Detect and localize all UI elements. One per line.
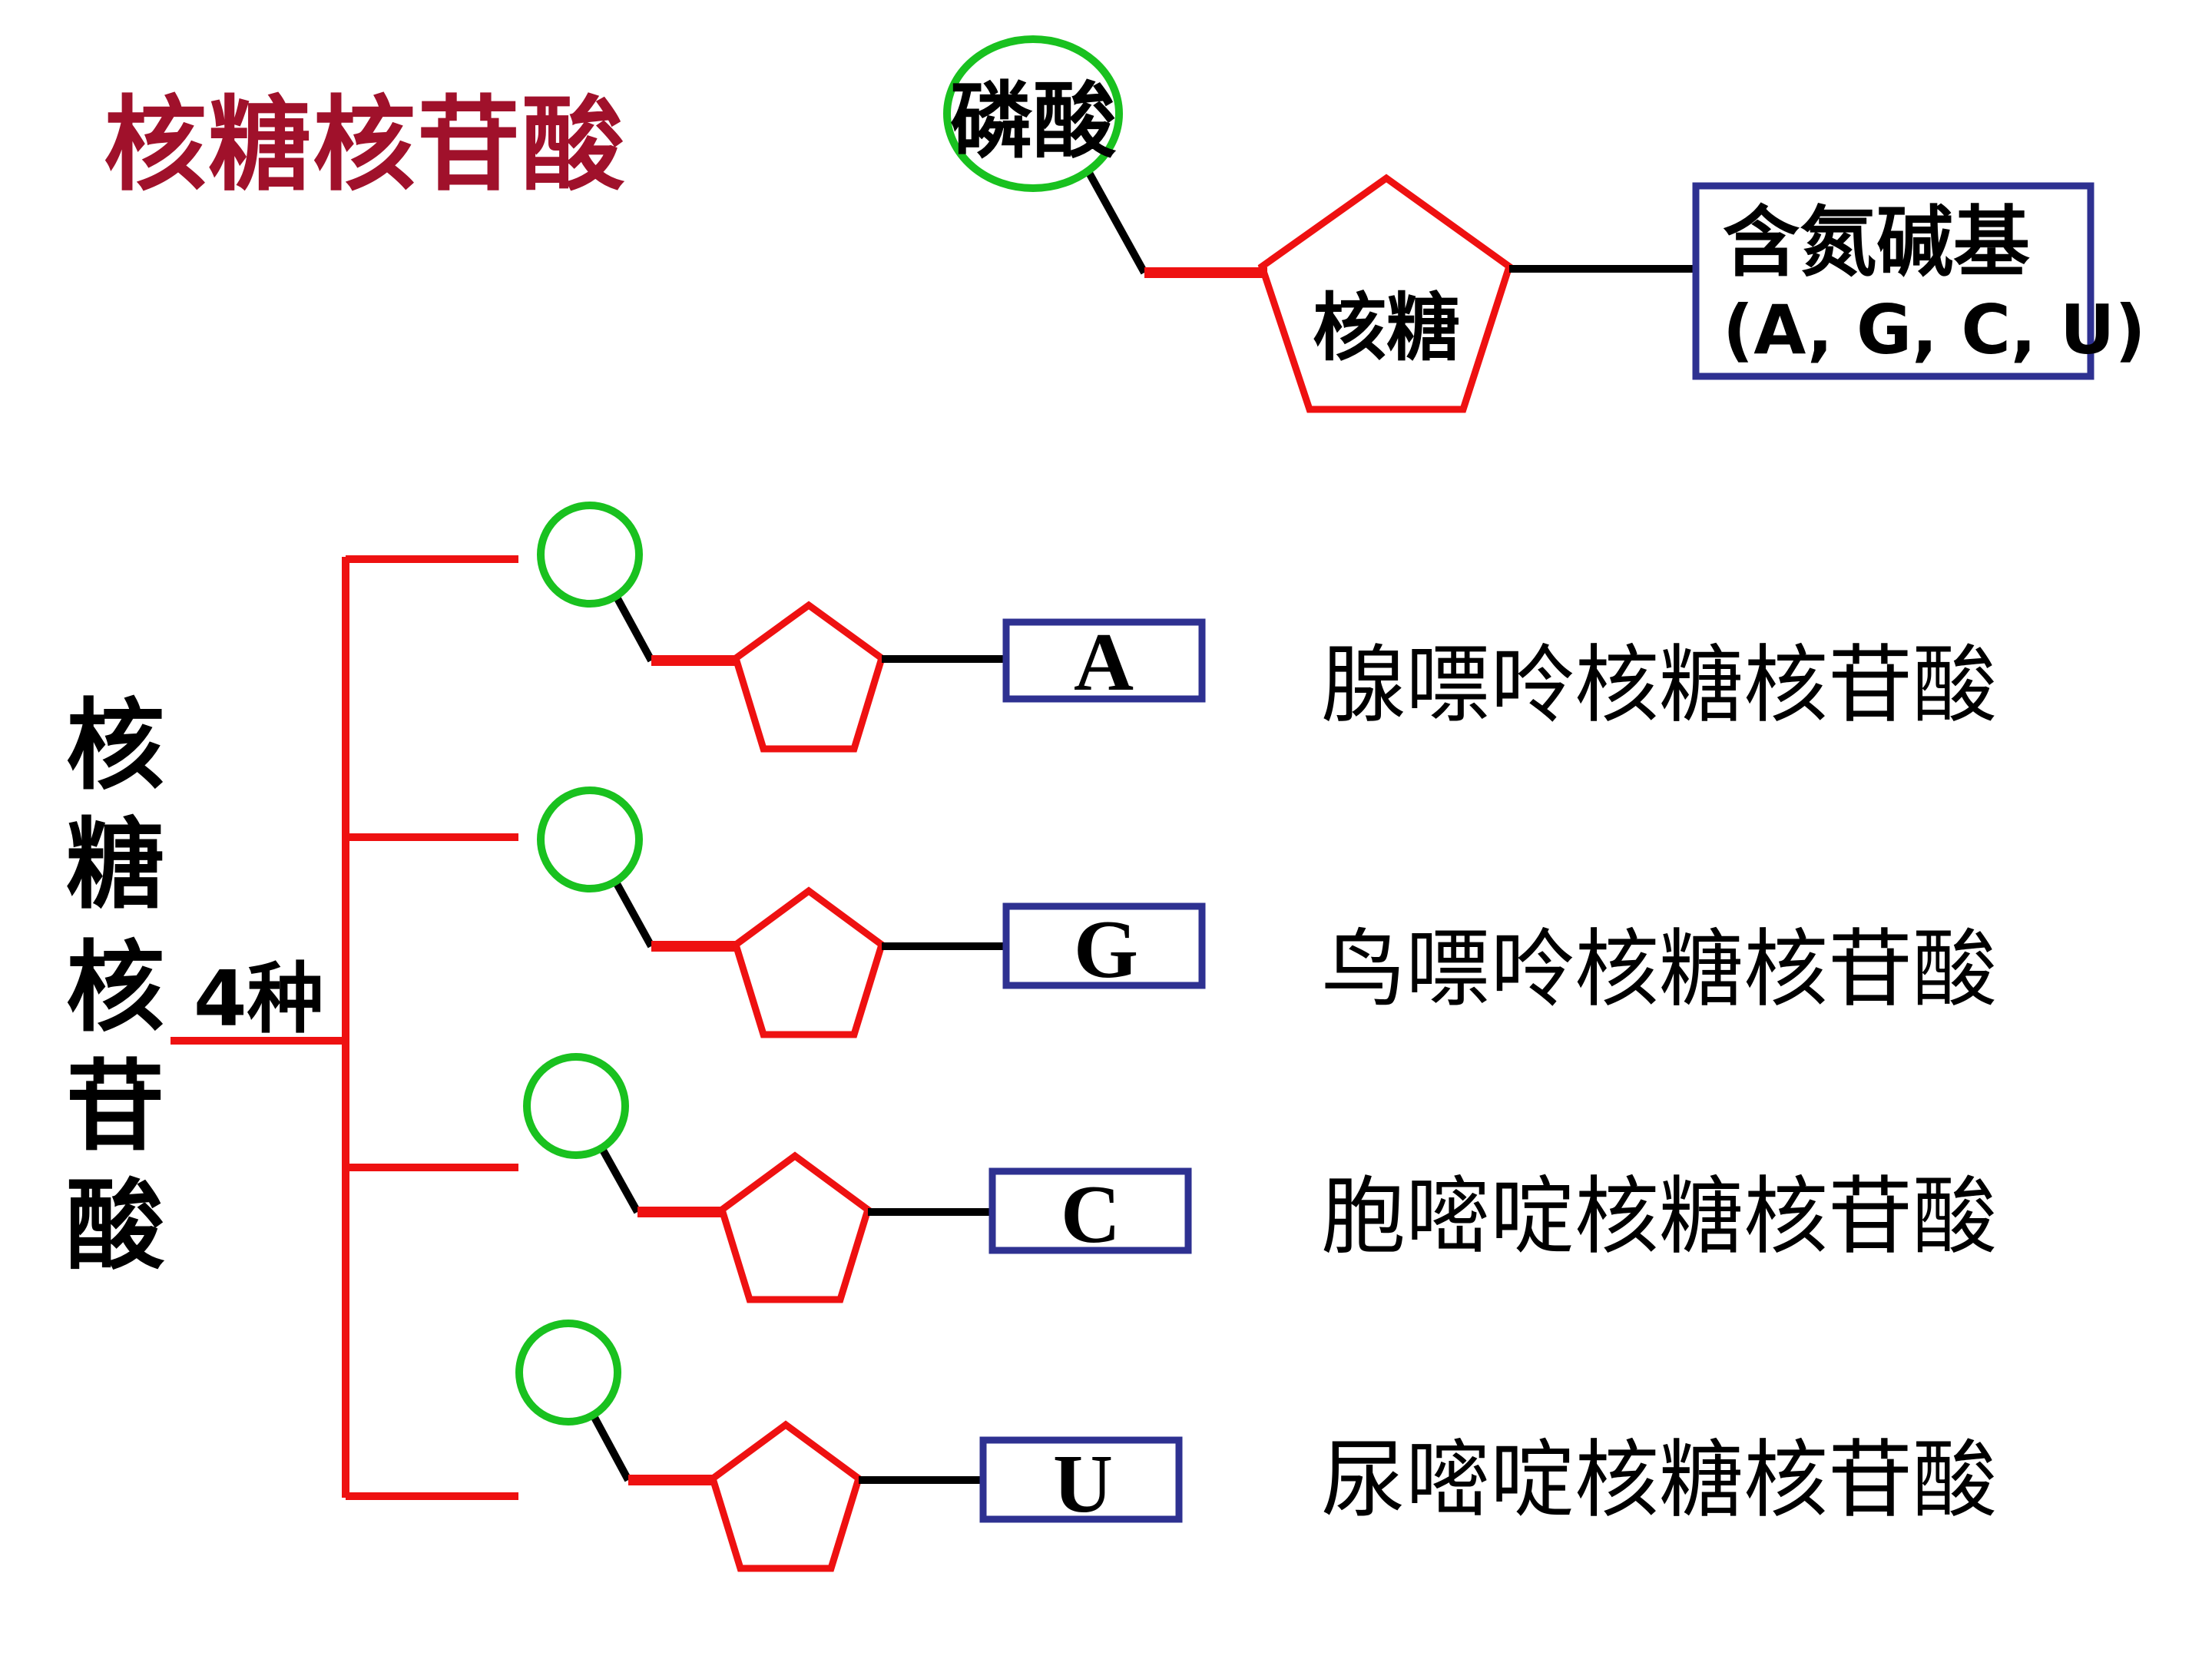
category-char-4: 苷	[66, 1050, 164, 1164]
base-letter: C	[1061, 1169, 1121, 1260]
sugar-label: 核糖	[1313, 285, 1460, 371]
phosphate-bond-line	[611, 591, 655, 663]
nucleotide-u: U 尿嘧啶核糖核苷酸	[515, 1320, 1997, 1572]
base-box	[1692, 182, 2094, 380]
ribose-pentagon	[717, 1151, 873, 1303]
nucleotide-name: 腺嘌呤核糖核苷酸	[1321, 636, 1997, 734]
phosphate-bond-line	[588, 1409, 632, 1482]
phosphate-bond-line	[597, 1144, 641, 1214]
ribose-pentagon	[731, 601, 886, 753]
nucleotide-name: 胞嘧啶核糖核苷酸	[1321, 1167, 1997, 1266]
ribose-pentagon	[708, 1420, 863, 1572]
nucleotide-a: A 腺嘌呤核糖核苷酸	[537, 502, 1997, 753]
category-char-5: 酸	[66, 1169, 165, 1283]
phosphate-circle	[523, 1053, 629, 1159]
base-letter: G	[1074, 904, 1138, 995]
category-char-1: 核	[66, 689, 164, 803]
base-box	[979, 1436, 1183, 1523]
category-char-2: 糖	[66, 808, 164, 922]
base-box	[1002, 902, 1206, 989]
phosphate-bond-line	[611, 877, 655, 949]
category-count: 4种	[194, 954, 324, 1044]
base-box	[1002, 618, 1206, 703]
phosphate-bond-line	[1085, 171, 1148, 275]
general-structure: 磷酸 核糖 含氮碱基 (A, G, C, U)	[943, 35, 2146, 413]
category-brace: 4种	[171, 555, 518, 1500]
base-options: (A, G, C, U)	[1723, 290, 2146, 369]
phosphate-label: 磷酸	[950, 74, 1117, 170]
ribose-pentagon	[1257, 174, 1514, 413]
page-title: 核糖核苷酸	[104, 85, 626, 205]
phosphate-circle	[515, 1320, 621, 1426]
base-box	[988, 1167, 1192, 1254]
nucleotide-name: 尿嘧啶核糖核苷酸	[1321, 1431, 1997, 1529]
nucleotide-c: C 胞嘧啶核糖核苷酸	[523, 1053, 1997, 1303]
nucleotide-name: 鸟嘌呤核糖核苷酸	[1321, 920, 1997, 1018]
nucleotide-g: G 鸟嘌呤核糖核苷酸	[537, 786, 1997, 1038]
base-letter: U	[1053, 1439, 1113, 1530]
base-label: 含氮碱基	[1723, 197, 2030, 287]
ribose-pentagon	[731, 886, 886, 1038]
phosphate-circle	[943, 35, 1123, 192]
phosphate-circle	[537, 786, 643, 892]
base-letter: A	[1074, 617, 1134, 708]
category-vertical-label: 核 糖 核 苷 酸	[66, 689, 165, 1283]
phosphate-circle	[537, 502, 643, 608]
category-char-3: 核	[66, 931, 164, 1045]
